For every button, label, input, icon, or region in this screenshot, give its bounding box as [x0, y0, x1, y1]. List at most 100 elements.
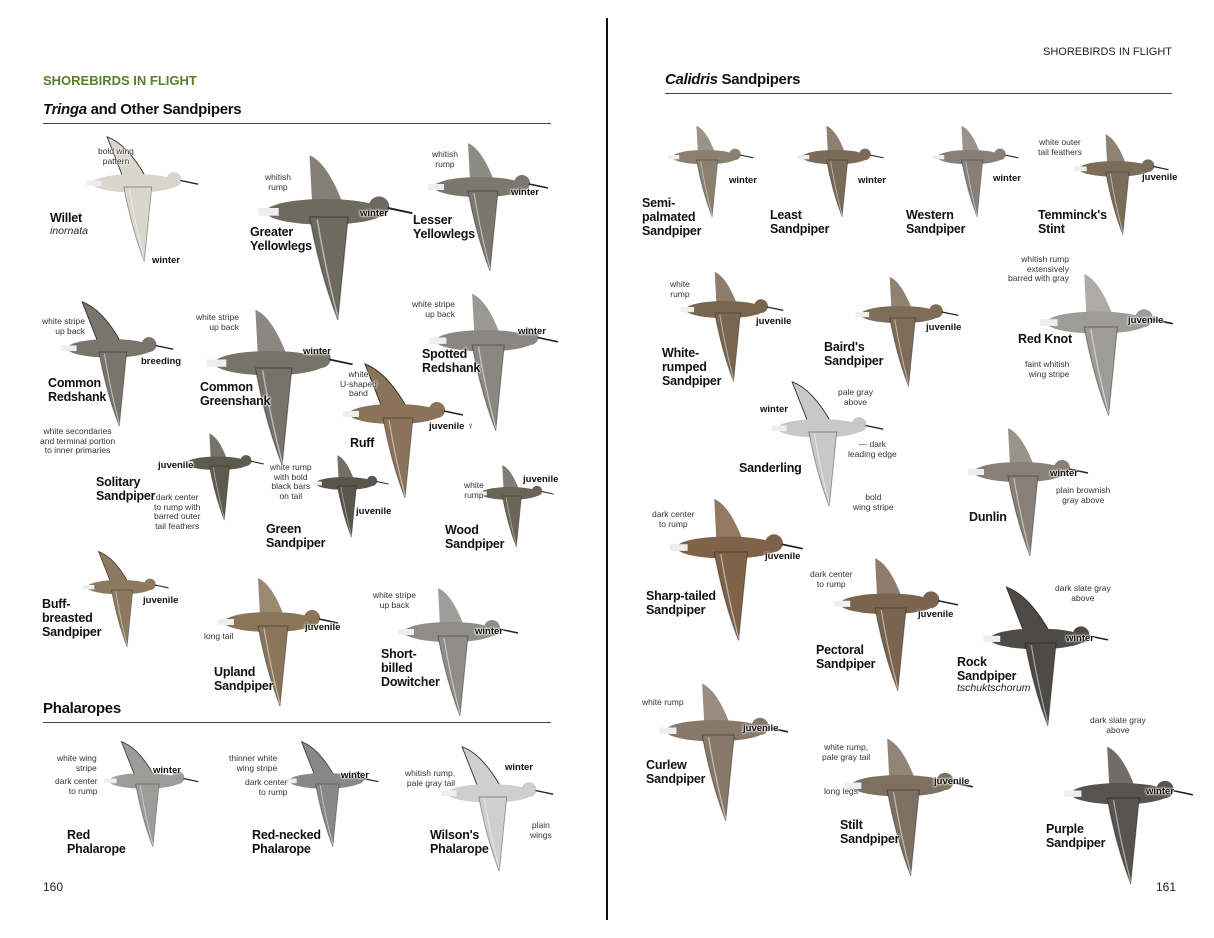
bird-illustration — [650, 490, 805, 645]
plumage-label: winter — [729, 175, 757, 186]
bird-illustration — [235, 145, 415, 325]
annotation: dark slate gray above — [1090, 715, 1146, 735]
species-name: Red-necked Phalarope — [252, 828, 321, 856]
heading-italic: Calidris — [665, 71, 718, 88]
bird-illustration — [325, 362, 465, 502]
page-number: 161 — [1156, 880, 1177, 894]
species-name: Temminck's Stint — [1038, 208, 1107, 236]
species-name: Greater Yellowlegs — [250, 225, 312, 253]
plumage-label: winter — [360, 208, 388, 219]
annotation: dark center to rump — [55, 776, 98, 796]
species-name: Baird's Sandpiper — [824, 340, 884, 368]
plumage-label: juvenile — [1142, 172, 1178, 183]
heading-rest: and Other Sandpipers — [86, 101, 242, 118]
plumage-label: winter — [511, 187, 539, 198]
plumage-label: winter — [475, 626, 503, 637]
annotation: white rump — [642, 697, 684, 707]
subspecies-name: inornata — [50, 225, 88, 237]
plumage-label: winter — [1050, 468, 1078, 479]
bird-illustration — [920, 120, 1020, 220]
annotation: whitish rump — [432, 149, 458, 169]
annotation: dark center to rump with barred outer ta… — [154, 492, 201, 531]
annotation: white rump — [670, 279, 690, 299]
bird-illustration — [640, 675, 790, 825]
bird-illustration — [840, 270, 960, 390]
annotation: white rump with bold black bars on tail — [270, 462, 312, 501]
annotation: white rump, pale gray tail — [822, 742, 871, 762]
bird-illustration — [465, 460, 555, 550]
species-name: Sanderling — [739, 461, 802, 475]
plumage-label: winter — [1146, 786, 1174, 797]
annotation: pale gray above — [838, 387, 873, 407]
species-name: Wilson's Phalarope — [430, 828, 489, 856]
plumage-label: juvenile — [765, 551, 801, 562]
annotation: white wing stripe — [57, 753, 97, 773]
plumage-label: winter — [858, 175, 886, 186]
plumage-label: juvenile — [143, 595, 179, 606]
annotation: white outer tail feathers — [1038, 137, 1082, 157]
plumage-label: winter — [993, 173, 1021, 184]
annotation: white U-shaped band — [340, 369, 377, 399]
page-gutter — [606, 18, 608, 920]
species-name: White- rumped Sandpiper — [662, 346, 722, 388]
species-name: Buff- breasted Sandpiper — [42, 597, 102, 639]
species-name: Common Redshank — [48, 376, 107, 404]
plumage-label: winter — [1066, 633, 1094, 644]
bird-illustration — [655, 120, 755, 220]
annotation: white secondaries and terminal portion t… — [40, 426, 116, 456]
annotation: dark slate gray above — [1055, 583, 1111, 603]
annotation: bold wing stripe — [853, 492, 894, 512]
annotation: white stripe up back — [196, 312, 239, 332]
species-name: Spotted Redshank — [422, 347, 481, 375]
species-name: Rock Sandpiper — [957, 655, 1017, 683]
annotation: whitish rump — [265, 172, 291, 192]
annotation: whitish rump extensively barred with gra… — [1008, 254, 1069, 284]
annotation: plain wings — [530, 820, 552, 840]
plumage-label: juvenile ♀ — [429, 421, 475, 432]
species-name: Semi- palmated Sandpiper — [642, 196, 702, 238]
bird-illustration — [1020, 265, 1175, 420]
bird-illustration — [785, 120, 885, 220]
bird-illustration — [200, 570, 340, 710]
section-heading-calidris: Calidris Sandpipers — [665, 71, 800, 88]
plumage-label: juvenile — [934, 776, 970, 787]
species-name: Purple Sandpiper — [1046, 822, 1106, 850]
species-name: Stilt Sandpiper — [840, 818, 900, 846]
plumage-label: juvenile — [743, 723, 779, 734]
section-header: SHOREBIRDS IN FLIGHT — [43, 73, 197, 88]
bird-illustration — [45, 300, 175, 430]
plumage-label: winter — [341, 770, 369, 781]
plumage-label: winter — [303, 346, 331, 357]
bird-illustration — [90, 740, 200, 850]
section-heading-tringa: Tringa and Other Sandpipers — [43, 101, 242, 118]
plumage-label: winter — [518, 326, 546, 337]
bird-illustration — [70, 135, 200, 265]
bird-illustration — [950, 420, 1090, 560]
species-name: Least Sandpiper — [770, 208, 830, 236]
annotation: long legs — [824, 786, 859, 796]
annotation: white stripe up back — [373, 590, 416, 610]
bird-illustration — [965, 585, 1110, 730]
plumage-label: juvenile — [158, 460, 194, 471]
bird-illustration — [1045, 738, 1195, 888]
species-name: Pectoral Sandpiper — [816, 643, 876, 671]
annotation: white stripe up back — [42, 316, 85, 336]
species-name: Wood Sandpiper — [445, 523, 505, 551]
species-name: Red Knot — [1018, 332, 1072, 346]
plumage-label: juvenile — [1128, 315, 1164, 326]
section-heading-phalaropes: Phalaropes — [43, 700, 121, 717]
annotation: faint whitish wing stripe — [1025, 359, 1070, 379]
annotation: whitish rump, pale gray tail — [405, 768, 456, 788]
annotation: dark center to rump — [245, 777, 288, 797]
bird-illustration — [410, 135, 550, 275]
bird-illustration — [170, 428, 265, 523]
plumage-label: juvenile — [918, 609, 954, 620]
bird-illustration — [410, 285, 560, 435]
plumage-label: winter — [505, 762, 533, 773]
bird-illustration — [825, 730, 975, 880]
bird-illustration — [425, 745, 555, 875]
bird-illustration — [270, 740, 380, 850]
divider — [665, 93, 1172, 94]
bird-illustration — [755, 380, 885, 510]
annotation: dark center to rump — [652, 509, 695, 529]
